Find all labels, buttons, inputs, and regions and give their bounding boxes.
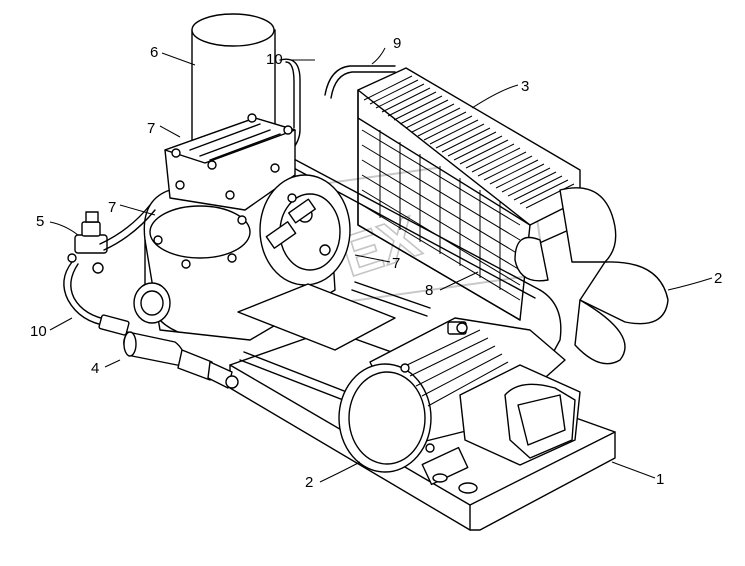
belt-guard xyxy=(237,283,396,351)
flywheel-pulley xyxy=(259,174,351,286)
fittings xyxy=(265,198,316,249)
radiator-fins xyxy=(361,75,575,301)
callout-4: 4 xyxy=(91,360,99,377)
callout-9: 9 xyxy=(393,35,401,52)
callout-10-lower: 10 xyxy=(30,323,47,340)
callout-8: 8 xyxy=(425,282,433,299)
callout-1: 1 xyxy=(656,471,664,488)
callout-7-fitting: 7 xyxy=(392,255,400,272)
radiator-cooler xyxy=(357,67,581,321)
callout-2-fan: 2 xyxy=(714,270,722,287)
callout-10-upper: 10 xyxy=(266,51,283,68)
callout-7-head: 7 xyxy=(147,120,155,137)
motor-cooling-fins xyxy=(404,329,509,407)
callout-6: 6 xyxy=(150,44,158,61)
filter-dryer xyxy=(98,314,239,389)
side-cover-disc xyxy=(133,282,171,324)
callout-5: 5 xyxy=(36,213,44,230)
callout-3: 3 xyxy=(521,78,529,95)
electric-motor xyxy=(338,317,581,473)
pressure-switch xyxy=(67,204,156,274)
pipe-lower xyxy=(63,261,111,327)
callout-2-motor: 2 xyxy=(305,474,313,491)
pipe-upper xyxy=(279,58,396,151)
callout-labels: 1 2 2 3 4 5 6 7 7 7 8 9 10 10 xyxy=(30,35,722,491)
leader-lines xyxy=(49,47,713,483)
cooling-fan xyxy=(514,187,669,365)
callout-7-body: 7 xyxy=(108,199,116,216)
cylinder-head xyxy=(164,113,296,211)
